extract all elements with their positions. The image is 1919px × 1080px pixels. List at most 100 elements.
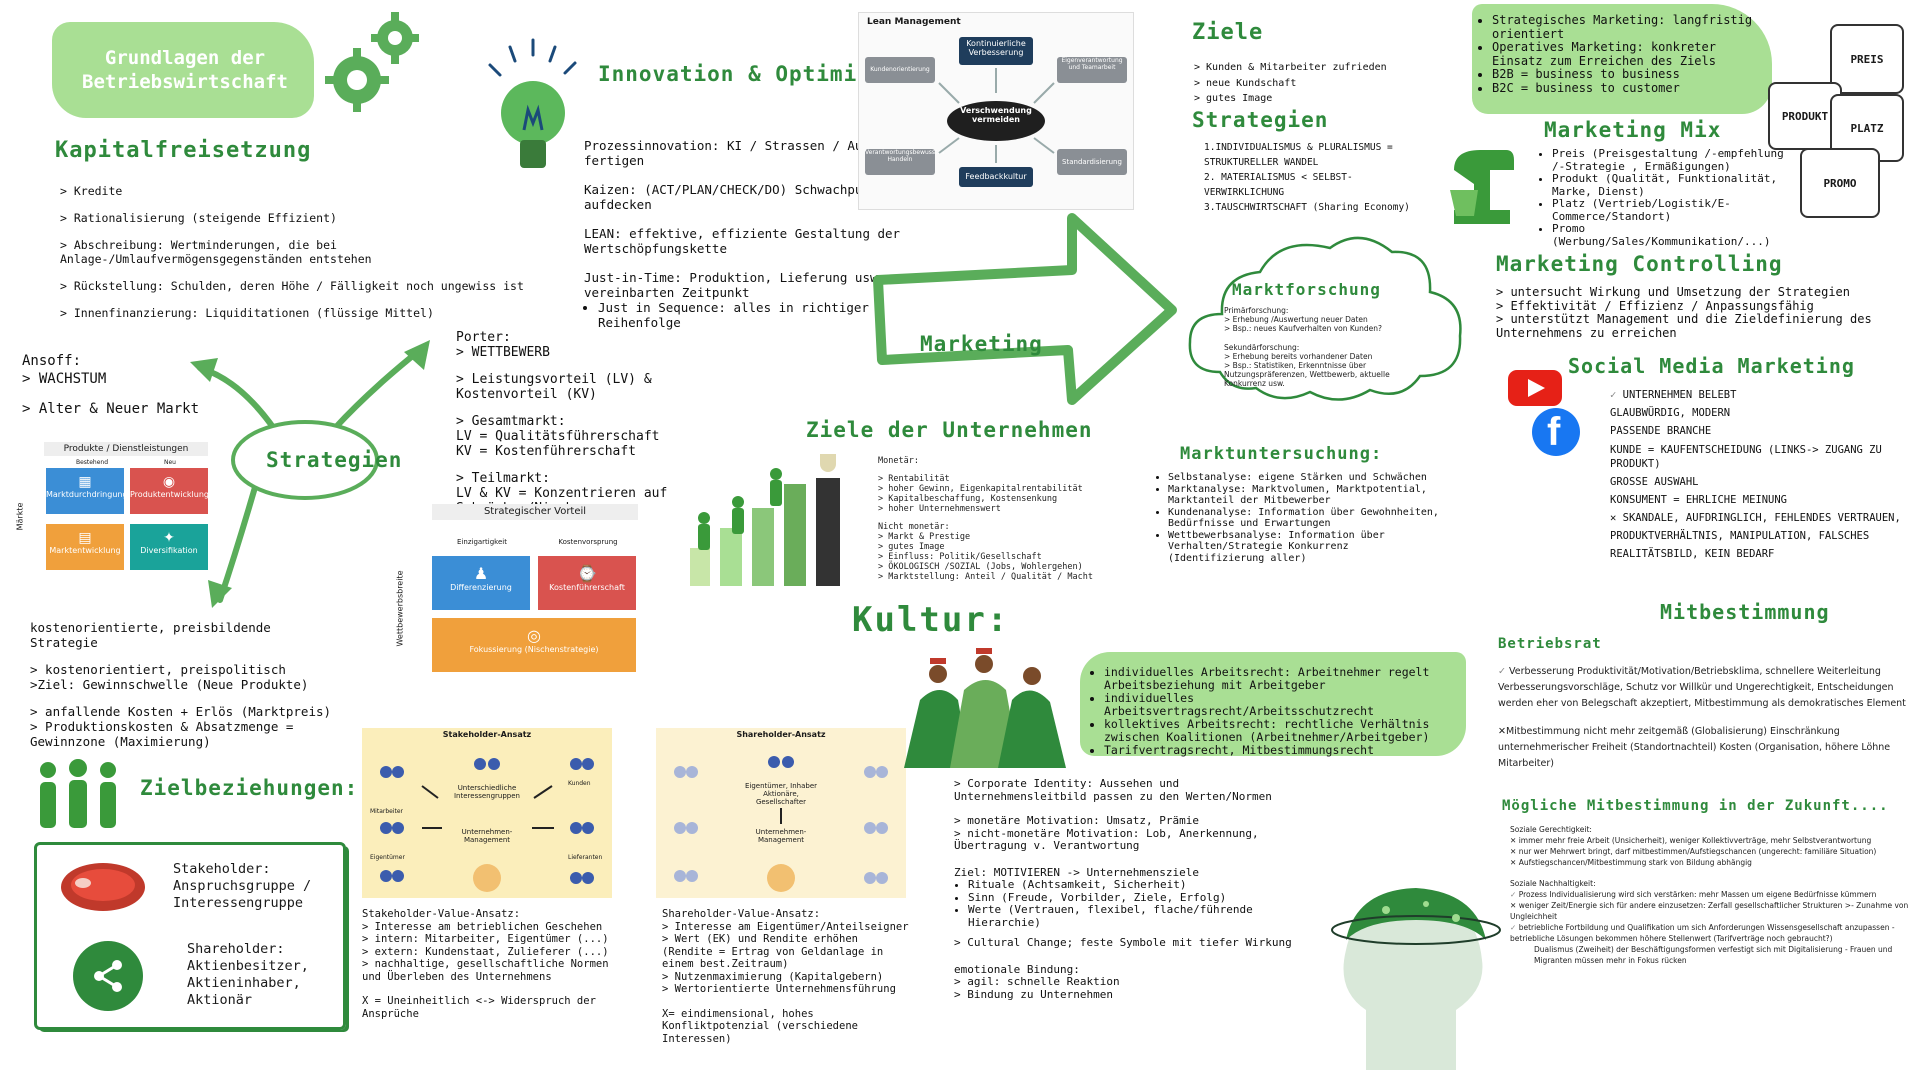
tile-kostenfuehrerschaft: ⌚Kostenführerschaft: [538, 556, 636, 610]
k-b1: individuelles Arbeitsrecht: Arbeitnehmer…: [1104, 666, 1462, 692]
innovation-p4: Just-in-Time: Produktion, Lieferung usw.…: [584, 270, 908, 300]
zu-n3: > Einfluss: Politik/Gesellschaft: [878, 552, 1042, 562]
porter-text: Porter: > WETTBEWERB > Leistungsvorteil …: [456, 330, 696, 516]
ziele-l3: > gutes Image: [1194, 93, 1273, 104]
sm-l1-text: UNTERNEHMEN BELEBT: [1622, 389, 1737, 401]
tile-label: Diversifikation: [140, 546, 198, 555]
porter-l4: > Gesamtmarkt:: [456, 414, 566, 429]
k-c2: > monetäre Motivation: Umsatz, Prämie: [954, 814, 1200, 827]
sm-l1: ✓ UNTERNEHMEN BELEBT: [1610, 386, 1915, 404]
check-icon: ✓: [1498, 666, 1506, 677]
head-icon: [1331, 888, 1501, 1070]
zukunft-heading: Mögliche Mitbestimmung in der Zukunft...…: [1502, 798, 1889, 814]
zu-n2: > gutes Image: [878, 542, 945, 552]
zu-n4: > ÖKOLOGISCH /SOZIAL (Jobs, Wohlergehen): [878, 562, 1083, 572]
share-center1: Eigentümer, Inhaber Aktionäre, Gesellsch…: [744, 782, 818, 806]
cross-icon: ✕: [1610, 512, 1617, 524]
mb-p2-text: Mitbestimmung nicht mehr zeitgemäß (Glob…: [1498, 726, 1891, 769]
check-icon: ✓: [1510, 890, 1517, 899]
kosten-l5: > Produktionskosten & Absatzmenge = Gewi…: [30, 719, 294, 749]
sm-l3: PASSENDE BRANCHE: [1610, 425, 1712, 437]
mitbest-heading: Mitbestimmung: [1660, 600, 1830, 624]
stakeholder-text: Stakeholder-Value-Ansatz: > Interesse am…: [362, 908, 612, 1020]
cross-icon: ✕: [1498, 726, 1506, 737]
ansoff-text: Ansoff: > WACHSTUM > Alter & Neuer Markt: [22, 352, 199, 418]
tile-label: Differenzierung: [450, 583, 512, 592]
mt-l2: Operatives Marketing: konkreter Einsatz …: [1492, 40, 1768, 68]
kapital-item: > Abschreibung: Wertminderungen, die bei…: [60, 238, 372, 266]
mix-platz-box: PLATZ: [1830, 94, 1904, 162]
check-icon: ✓: [1610, 389, 1617, 401]
marketing-types-box: Strategisches Marketing: langfristig ori…: [1472, 4, 1772, 114]
lean-center: Verschwendung vermeiden: [947, 101, 1045, 141]
mt-l4: B2C = business to customer: [1492, 81, 1768, 96]
cross-icon: ✕: [1510, 847, 1517, 856]
matrix1-title: Produkte / Dienstleistungen: [44, 442, 208, 456]
stake-h: Stakeholder-Value-Ansatz:: [362, 908, 521, 920]
mt-l3: B2B = business to business: [1492, 67, 1768, 82]
facebook-glyph: f: [1547, 410, 1561, 454]
k-z2: Sinn (Freude, Vorbilder, Ziele, Erfolg): [968, 891, 1306, 905]
zu-m3: > Kapitalbeschaffung, Kostensenkung: [878, 494, 1058, 504]
mix-heading: Marketing Mix: [1544, 118, 1722, 142]
str2-l2: 2. MATERIALISMUS < SELBST-VERWIRKLICHUNG: [1204, 172, 1353, 198]
cross-icon: ✕: [1510, 858, 1517, 867]
ansoff-l3: > Alter & Neuer Markt: [22, 401, 200, 417]
stake-center1: Unterschiedliche Interessengruppen: [453, 784, 520, 800]
k-z1: Rituale (Achtsamkeit, Sicherheit): [968, 878, 1306, 892]
ctrl-l1: > untersucht Wirkung und Umsetzung der S…: [1496, 285, 1851, 299]
cross-icon: ✕: [1510, 901, 1517, 910]
zu-n: Nicht monetär:: [878, 522, 950, 532]
matrix2-axis: Wettbewerbsbreite: [395, 570, 405, 647]
betriebsrat-heading: Betriebsrat: [1498, 636, 1602, 652]
gears-icon: [325, 12, 419, 112]
mixer-icon: [1450, 150, 1514, 224]
marketing-arrow: [873, 213, 1177, 405]
stake-t3: > extern: Kundenstaat, Zulieferer (...): [362, 945, 609, 958]
innovation-text: Prozessinnovation: KI / Strassen / Auftr…: [584, 138, 914, 330]
sg-1: ✕ immer mehr freie Arbeit (Unsicherheit)…: [1510, 835, 1910, 846]
stakeholder-diagram: Stakeholder-Ansatz Unterschiedliche Inte…: [362, 728, 612, 898]
sn-1-text: Prozess Individualisierung wird sich ver…: [1518, 890, 1877, 899]
mf-p1: > Erhebung /Auswertung neuer Daten: [1224, 315, 1368, 324]
tile-label: Marktentwicklung: [49, 546, 121, 555]
mix-l2: Produkt (Qualität, Funktionalität, Marke…: [1552, 172, 1798, 198]
strategien2-list: 1.INDIVIDUALISMUS & PLURALISMUS = STRUKT…: [1204, 140, 1414, 215]
tile-differenzierung: ♟Differenzierung: [432, 556, 530, 610]
stake-r2: Lieferanten: [568, 854, 603, 861]
facebook-icon: f: [1532, 408, 1580, 456]
stake-l1: Mitarbeiter: [370, 808, 404, 815]
stake-r1: Kunden: [568, 780, 591, 787]
mix-list: Preis (Preisgestaltung /-empfehlung /-St…: [1538, 147, 1798, 248]
k-z: Ziel: MOTIVIEREN -> Unternehmensziele: [954, 865, 1200, 879]
mix-produkt-box: PRODUKT: [1768, 82, 1842, 150]
lean-left-bottom: Verantwortungsbewusstes Handeln: [865, 149, 944, 175]
page-title: Grundlagen der Betriebswirtschaft: [82, 47, 288, 93]
zu-m2: > hoher Gewinn, Eigenkapitalrentabilität: [878, 484, 1083, 494]
innovation-p3: LEAN: effektive, effiziente Gestaltung d…: [584, 226, 901, 256]
sn-3: ✓ betriebliche Fortbildung und Qualifika…: [1510, 922, 1910, 944]
sn-h: Soziale Nachhaltigkeit:: [1510, 879, 1596, 888]
shareholder-diagram: Shareholder-Ansatz Eigentümer, Inhaber A…: [656, 728, 906, 898]
share-t3: > Nutzenmaximierung (Kapitalgebern): [662, 970, 884, 983]
shareholder-def: Shareholder: Aktienbesitzer, Aktieninhab…: [187, 941, 309, 1008]
innovation-p2: Kaizen: (ACT/PLAN/CHECK/DO) Schwachpunkt…: [584, 182, 893, 212]
share-center2: Unternehmen-Management: [755, 828, 807, 844]
porter-matrix: Strategischer Vorteil Einzigartigkeit Ko…: [386, 504, 640, 676]
zu-n5: > Marktstellung: Anteil / Qualität / Mac…: [878, 572, 1093, 582]
kultur-heading: Kultur:: [852, 600, 1010, 640]
strategien2-heading: Strategien: [1192, 108, 1329, 132]
zielbez-box: Stakeholder: Anspruchsgruppe / Interesse…: [34, 842, 346, 1030]
sn-2-text: weniger Zeit/Energie sich für andere ein…: [1510, 901, 1909, 921]
porter-l1: Porter:: [456, 330, 511, 345]
innovation-p5: Just in Sequence: alles in richtiger Rei…: [598, 300, 914, 330]
sg-3-text: Aufstiegschancen/Mitbestimmung stark von…: [1518, 858, 1752, 867]
kapital-item: > Rationalisierung (steigende Effizient): [60, 211, 337, 225]
mu-l3: Kundenanalyse: Information über Gewohnhe…: [1168, 507, 1450, 530]
zu-m4: > hoher Unternehmenswert: [878, 504, 1001, 514]
porter-l3: > Leistungsvorteil (LV) & Kostenvorteil …: [456, 372, 652, 402]
ansoff-l1: Ansoff:: [22, 353, 82, 369]
stake-diag-title: Stakeholder-Ansatz: [442, 730, 532, 739]
matrix2-col1: Einzigartigkeit: [457, 538, 507, 546]
lightbulb-icon: [488, 38, 577, 168]
